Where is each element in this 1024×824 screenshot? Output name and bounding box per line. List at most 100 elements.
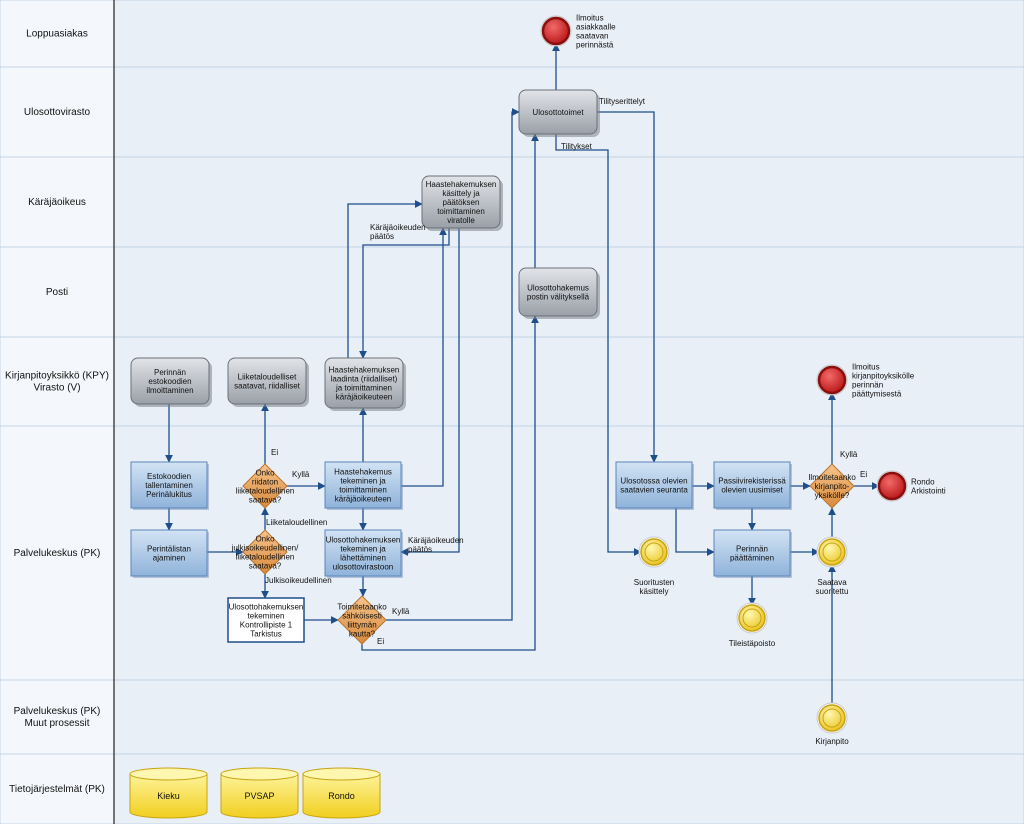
task-label-line: ja toimittaminen [335,384,392,393]
task-label-line: tekeminen ja [340,477,386,486]
lane-label: Posti [46,287,68,298]
database-cylinder-top [302,767,381,781]
task-label-line: toimittaminen [339,486,387,495]
task-label-line: postin välityksellä [527,293,590,302]
task-label-line: viratolle [447,216,475,225]
connector-ulosotto-tilitykset [555,134,642,556]
database-label: Rondo [328,791,355,801]
event-label-line: Rondo [911,478,935,487]
lane-label: Kirjanpitoyksikkö (KPY)Virasto (V) [5,371,109,394]
lane-label: Palvelukeskus (PK)Muut prosessit [14,706,101,729]
task-label-line: estokoodien [148,377,191,386]
intermediate-event-inner [822,542,842,562]
decision-diamond [242,463,288,509]
end-event-icon [877,471,907,501]
task-box [713,461,791,509]
event-label-line: suoritettu [816,587,849,596]
connectors [165,43,880,705]
node-kirjanpito: Kirjanpito [815,702,849,746]
lane-label-line: Kirjanpitoyksikkö (KPY) [5,371,109,382]
task-label-line: Ulosottohakemuksen [326,536,401,545]
lane-pk_muut: Palvelukeskus (PK)Muut prosessit [0,679,1024,755]
connector-ulosotto-tilityserittelyt [597,111,658,463]
connector-karaja-to-laadinta [359,228,450,359]
event-label-line: Saatava [817,578,847,587]
event-label-line: saatavan [576,32,608,41]
edge-label-ei-ilmoitetaanko-line: Ei [860,470,867,479]
task-label-line: Passiivirekisterissä [718,477,786,486]
task-label-line: Ulosottohakemuksen [229,603,304,612]
event-label-line: perinnän [852,381,883,390]
lane-header [0,753,115,824]
decision-diamond [337,595,387,645]
task-box [615,461,693,509]
edge-label-ei-riidaton-line: Ei [271,448,278,457]
task-label-line: Liiketaloudelliset [238,373,297,382]
event-label-line: asiakkaalle [576,23,616,32]
task-label-line: ajaminen [153,554,185,563]
task-label-line: Kontrollipiste 1 [240,621,293,630]
node-ulosottotoimet: Ulosottotoimet [518,89,600,137]
edge-label-karajaoikeuden-paatos-1-line: Käräjäoikeuden [370,223,426,232]
edge-label-kylla-riidaton: Kyllä [292,470,310,479]
edge-label-kylla-toimitetaanko-line: Kyllä [392,607,410,616]
database-cylinder-top [220,767,299,781]
edge-label-liiketaloudellinen-line: Liiketaloudellinen [266,518,327,527]
lane-label-line: Muut prosessit [24,718,89,729]
task-label-line: Tarkistus [250,630,282,639]
lane-label: Loppuasiakas [26,29,88,40]
database-rondo: Rondo [302,767,381,819]
task-label-line: ilmoittaminen [146,386,193,395]
edge-label-kylla-ilmoitetaanko: Kyllä [840,450,858,459]
decision-label-line: sähköisesti [342,612,382,621]
decision-diamond [242,529,288,575]
event-label-line: perinnästä [576,41,614,50]
edge-label-kylla-ilmoitetaanko-line: Kyllä [840,450,858,459]
connector-karaja-to-ulosottohakemus [400,228,460,556]
database-cylinder-body [302,773,381,819]
edge-label-tilityserittelyt-line: Tilityserittelyt [599,97,646,106]
task-label-line: olevien uusimiset [721,486,783,495]
lane-background [0,679,1024,755]
edge-label-karajaoikeuden-paatos-2-line: päätös [408,545,432,554]
database-kieku: Kieku [129,767,208,819]
decision-label-line: Onko [255,469,275,478]
lane-header [0,679,115,755]
task-label-line: saatavien seuranta [620,486,688,495]
decision-label-line: liiketaloudellinen [236,553,295,562]
lane-label-line: Virasto (V) [33,383,80,394]
event-label-line: Arkistointi [911,487,946,496]
databases: Kieku PVSAP Rondo [129,767,381,819]
task-label-line: tekeminen [248,612,285,621]
database-cylinder-body [129,773,208,819]
task-label-line: Ulosotossa olevien [620,477,687,486]
lane-header [0,246,115,338]
decision-label-line: kirjanpito- [815,482,850,491]
database-label: PVSAP [244,791,274,801]
task-box [421,175,501,229]
